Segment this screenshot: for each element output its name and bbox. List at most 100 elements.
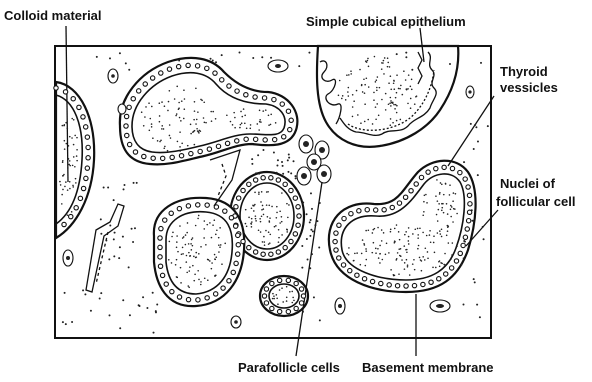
colloid-dot: [365, 265, 367, 267]
stroma-dot: [474, 124, 476, 126]
colloid-dot: [389, 103, 391, 105]
parafollicular-cells: [297, 135, 331, 185]
follicular-cell: [463, 235, 467, 239]
stroma-dot: [301, 245, 303, 247]
follicular-cell: [468, 202, 472, 206]
colloid-dot: [65, 181, 67, 183]
colloid-dot: [446, 203, 448, 205]
follicular-cell: [223, 209, 227, 213]
colloid-dot: [168, 101, 170, 103]
follicular-cell: [170, 289, 174, 293]
colloid-dot: [268, 220, 270, 222]
colloid-dot: [456, 245, 458, 247]
stroma-dot: [318, 246, 320, 248]
colloid-dot: [75, 182, 77, 184]
follicular-cell: [160, 273, 164, 277]
colloid-dot: [291, 291, 293, 293]
colloid-dot: [151, 123, 153, 125]
colloid-dot: [443, 212, 445, 214]
colloid-dot: [368, 86, 370, 88]
colloid-dot: [444, 264, 446, 266]
follicular-cell: [334, 248, 338, 252]
follicular-cell: [241, 188, 245, 192]
colloid-dot: [73, 156, 75, 158]
colloid-dot: [164, 105, 166, 107]
stroma-dot: [286, 178, 288, 180]
follicular-cell: [397, 201, 401, 205]
stroma-dot: [307, 259, 309, 261]
colloid-dot: [265, 230, 267, 232]
colloid-dot: [414, 103, 416, 105]
stroma-dot: [476, 304, 478, 306]
colloid-dot: [407, 266, 409, 268]
follicular-cell: [270, 306, 274, 310]
stroma-dot: [132, 241, 134, 243]
colloid-dot: [259, 119, 261, 121]
colloid-dot: [67, 167, 69, 169]
follicular-cell: [337, 223, 341, 227]
colloid-dot: [76, 149, 78, 151]
colloid-dot: [198, 215, 200, 217]
colloid-dot: [396, 224, 398, 226]
colloid-dot: [374, 56, 376, 58]
colloid-dot: [268, 231, 270, 233]
colloid-dot: [269, 242, 271, 244]
colloid-dot: [394, 241, 396, 243]
stroma-dot: [472, 220, 474, 222]
colloid-dot: [203, 101, 205, 103]
colloid-dot: [436, 214, 438, 216]
colloid-dot: [171, 236, 173, 238]
stroma-dot: [100, 218, 102, 220]
colloid-dot: [71, 118, 73, 120]
colloid-dot: [382, 259, 384, 261]
colloid-dot: [417, 234, 419, 236]
follicular-cell: [244, 137, 248, 141]
stroma-dot: [309, 221, 311, 223]
colloid-dot: [161, 128, 163, 130]
colloid-dot: [187, 145, 189, 147]
stroma-dot: [302, 201, 304, 203]
follicular-cell: [395, 284, 399, 288]
colloid-dot: [417, 237, 419, 239]
follicular-cell: [86, 145, 90, 149]
stroma-dot: [314, 224, 316, 226]
stroma-dot: [473, 148, 475, 150]
stroma-dot: [294, 175, 296, 177]
follicular-cell: [78, 196, 82, 200]
colloid-dot: [447, 230, 449, 232]
follicular-cell: [262, 96, 266, 100]
follicular-cell: [288, 127, 292, 131]
colloid-dot: [251, 223, 253, 225]
follicular-cell: [74, 206, 78, 210]
colloid-dot: [366, 77, 368, 79]
colloid-dot: [179, 150, 181, 152]
stroma-dot: [210, 58, 212, 60]
follicular-cell: [158, 255, 162, 259]
colloid-dot: [385, 93, 387, 95]
colloid-dot: [362, 91, 364, 93]
follicular-cell: [454, 259, 458, 263]
stroma-dot: [405, 52, 407, 54]
colloid-dot: [239, 127, 241, 129]
colloid-dot: [254, 192, 256, 194]
colloid-dot: [148, 102, 150, 104]
colloid-dot: [450, 205, 452, 207]
follicular-cell: [465, 227, 469, 231]
follicular-cell: [409, 189, 413, 193]
colloid-dot: [393, 82, 395, 84]
colloid-dot: [211, 262, 213, 264]
stroma-dot: [482, 226, 484, 228]
colloid-dot: [179, 117, 181, 119]
stroma-dot: [113, 255, 115, 257]
colloid-dot: [288, 204, 290, 206]
follicular-cell: [270, 281, 274, 285]
follicular-cell: [382, 208, 386, 212]
colloid-dot: [214, 275, 216, 277]
stroma-dot: [306, 213, 308, 215]
stroma-dot: [276, 165, 278, 167]
follicular-cell: [421, 282, 425, 286]
colloid-dot: [434, 252, 436, 254]
colloid-dot: [185, 244, 187, 246]
colloid-dot: [232, 124, 234, 126]
follicular-cell: [195, 64, 199, 68]
